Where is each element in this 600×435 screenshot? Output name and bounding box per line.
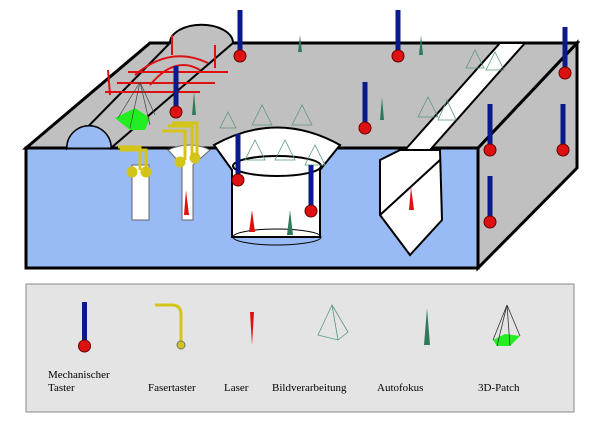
mechanical-probe [483,176,497,229]
mechanical-probe [169,66,183,119]
laser-marks [184,187,414,232]
mechanical-probe [391,10,405,63]
legend-label-laser: Laser [224,382,249,394]
image-processing-cones [219,49,505,166]
mechanical-probe [556,104,570,157]
legend-icon-fiber [155,303,186,350]
legend-icon-3d-patch [492,304,521,347]
mechanical-probes [169,10,572,229]
autofocus-marks [192,35,423,235]
legend-label-mech-line1: Mechanischer [48,369,110,381]
legend-label-mech-line2: Taster [48,382,75,394]
legend-icon-mech [78,302,91,353]
mechanical-probe [558,27,572,80]
3d-patch [115,81,156,130]
mechanical-probe [304,165,318,218]
fiber-probes [118,121,201,178]
legend-label-3d-patch: 3D-Patch [478,382,520,394]
legend-icon-image-processing [317,304,349,341]
mechanical-probe [233,10,247,63]
mechanical-probe [358,82,372,135]
bore-2 [167,144,211,221]
legend-label-autofocus: Autofokus [377,382,424,394]
mechanical-probe [483,104,497,157]
legend-icon-laser [250,312,254,345]
legend-label-image-processing: Bildverarbeitung [272,382,347,394]
legend-icon-autofocus [424,308,430,345]
legend-box [25,283,575,413]
legend-label-fiber: Fasertaster [148,382,196,394]
mechanical-probe [231,134,245,187]
half-cylinder [65,23,235,151]
